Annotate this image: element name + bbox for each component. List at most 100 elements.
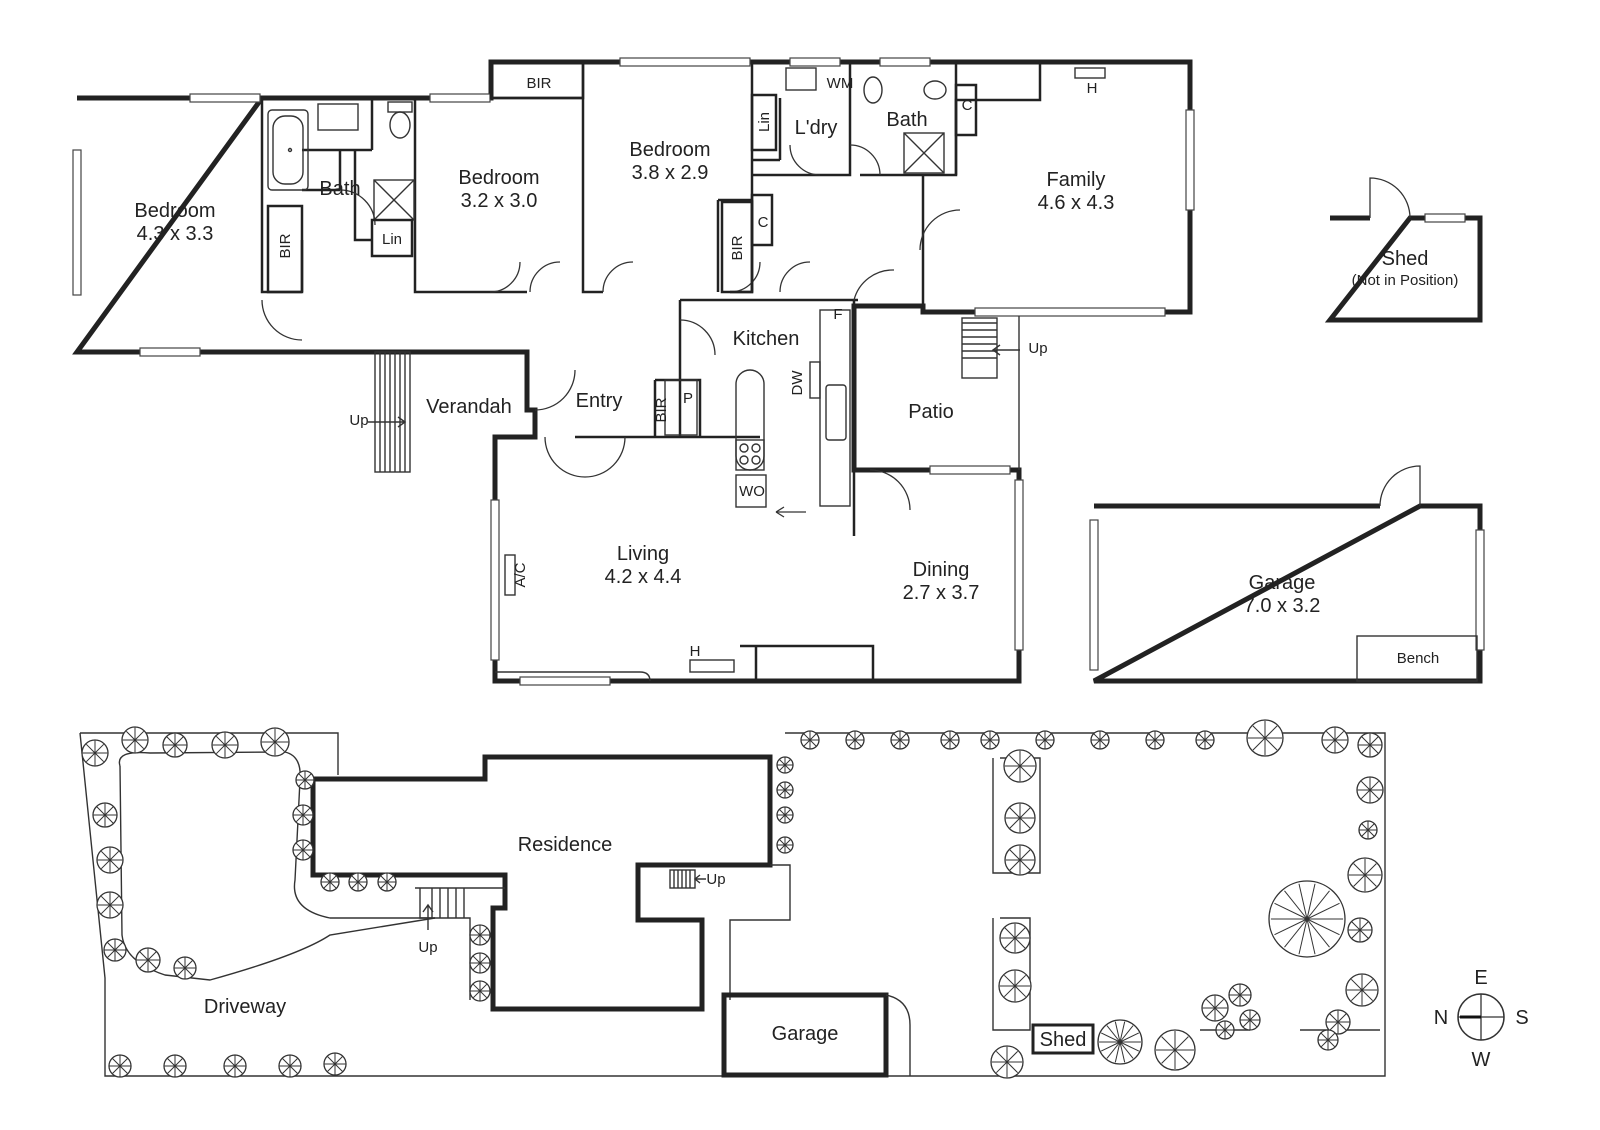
dw-label: DW bbox=[789, 370, 806, 396]
tree-icon bbox=[890, 730, 910, 750]
tree-icon bbox=[990, 1045, 1024, 1079]
tree-icon bbox=[1356, 776, 1384, 804]
up-label-verandah: Up bbox=[349, 412, 368, 429]
site-driveway-label: Driveway bbox=[204, 996, 286, 1018]
doors bbox=[261, 144, 961, 511]
ac-label: A/C bbox=[512, 562, 529, 587]
tree-icon bbox=[1345, 973, 1379, 1007]
compass: E N S W bbox=[1434, 967, 1529, 1071]
tree-icon bbox=[108, 1054, 132, 1078]
bedroom3-size: 3.8 x 2.9 bbox=[632, 162, 709, 184]
h-label-family: H bbox=[1087, 80, 1098, 97]
site-up-label-rear: Up bbox=[706, 871, 725, 888]
tree-icon bbox=[800, 730, 820, 750]
tree-icon bbox=[377, 872, 397, 892]
tree-icon bbox=[163, 1054, 187, 1078]
fixture-labels: BIR BIR BIR BIR Lin Lin WM C C H H F DW … bbox=[277, 75, 1439, 667]
laundry-label: L'dry bbox=[795, 117, 838, 139]
tree-icon bbox=[1201, 994, 1229, 1022]
living-size: 4.2 x 4.4 bbox=[605, 566, 682, 588]
tree-icon bbox=[1154, 1029, 1196, 1071]
compass-w: W bbox=[1472, 1049, 1491, 1071]
tree-icon bbox=[92, 802, 118, 828]
tree-icon bbox=[1195, 730, 1215, 750]
floor-plan-stairs bbox=[368, 316, 1020, 473]
wo-label: WO bbox=[739, 483, 765, 500]
tree-icon bbox=[1358, 820, 1378, 840]
h-label-living: H bbox=[690, 643, 701, 660]
tree-icon bbox=[320, 872, 340, 892]
bath2-label: Bath bbox=[886, 109, 927, 131]
living-name: Living bbox=[617, 543, 669, 565]
shed-name: Shed bbox=[1382, 248, 1429, 270]
tree-icon bbox=[292, 804, 314, 826]
tree-icon bbox=[1239, 1009, 1261, 1031]
tree-icon bbox=[96, 846, 124, 874]
kitchen-label: Kitchen bbox=[733, 328, 800, 350]
tree-icon bbox=[260, 727, 290, 757]
family-size: 4.6 x 4.3 bbox=[1038, 192, 1115, 214]
tree-icon bbox=[292, 839, 314, 861]
tree-icon bbox=[1317, 1029, 1339, 1051]
verandah-label: Verandah bbox=[426, 396, 512, 418]
fixtures bbox=[267, 67, 1106, 682]
tree-icon bbox=[81, 739, 109, 767]
storage-boxes bbox=[266, 60, 978, 294]
tree-icon bbox=[1246, 719, 1284, 757]
dining-name: Dining bbox=[913, 559, 970, 581]
bedroom1-size: 4.3 x 3.3 bbox=[137, 223, 214, 245]
tree-icon bbox=[845, 730, 865, 750]
lin-label-laundry: Lin bbox=[756, 112, 773, 132]
tree-icon bbox=[469, 924, 491, 946]
compass-s: S bbox=[1515, 1007, 1528, 1029]
tree-icon bbox=[940, 730, 960, 750]
compass-n: N bbox=[1434, 1007, 1448, 1029]
tree-icon bbox=[1003, 749, 1037, 783]
bench-label: Bench bbox=[1397, 650, 1440, 667]
tree-icon bbox=[295, 770, 315, 790]
tree-icon bbox=[96, 891, 124, 919]
tree-icon bbox=[1035, 730, 1055, 750]
bath1-label: Bath bbox=[319, 178, 360, 200]
tree-icon bbox=[1228, 983, 1252, 1007]
tree-icon bbox=[469, 980, 491, 1002]
c-label-bed: C bbox=[758, 214, 769, 231]
tree-icon bbox=[173, 956, 197, 980]
garage-size: 7.0 x 3.2 bbox=[1244, 595, 1321, 617]
tree-icon bbox=[1004, 802, 1036, 834]
tree-icon bbox=[1268, 880, 1346, 958]
shed-note: (Not in Position) bbox=[1352, 272, 1459, 289]
p-label: P bbox=[683, 390, 693, 407]
tree-icon bbox=[211, 731, 239, 759]
tree-icon bbox=[776, 806, 794, 824]
wm-label: WM bbox=[827, 75, 854, 92]
garage-name: Garage bbox=[1249, 572, 1316, 594]
bedroom3-name: Bedroom bbox=[629, 139, 710, 161]
tree-icon bbox=[323, 1052, 347, 1076]
bir-label-top: BIR bbox=[526, 75, 551, 92]
tree-icon bbox=[223, 1054, 247, 1078]
site-trees bbox=[81, 719, 1384, 1079]
site-labels: Residence Driveway Garage Shed Up Up bbox=[204, 834, 1086, 1051]
tree-icon bbox=[1325, 1009, 1351, 1035]
tree-icon bbox=[1097, 1019, 1143, 1065]
bir-label-bedroom1: BIR bbox=[277, 233, 294, 258]
tree-icon bbox=[278, 1054, 302, 1078]
tree-icon bbox=[162, 732, 188, 758]
patio-label: Patio bbox=[908, 401, 954, 423]
tree-icon bbox=[1215, 1020, 1235, 1040]
site-plan bbox=[79, 732, 1386, 1078]
tree-icon bbox=[103, 938, 127, 962]
tree-icon bbox=[1145, 730, 1165, 750]
tree-icon bbox=[121, 726, 149, 754]
bir-label-bedroom3: BIR bbox=[729, 235, 746, 260]
lin-label-bath: Lin bbox=[382, 231, 402, 248]
tree-icon bbox=[1347, 917, 1373, 943]
tree-icon bbox=[348, 872, 368, 892]
tree-icon bbox=[999, 922, 1031, 954]
outbuildings bbox=[1089, 177, 1485, 684]
tree-icon bbox=[980, 730, 1000, 750]
windows bbox=[72, 57, 1195, 686]
bedroom2-name: Bedroom bbox=[458, 167, 539, 189]
